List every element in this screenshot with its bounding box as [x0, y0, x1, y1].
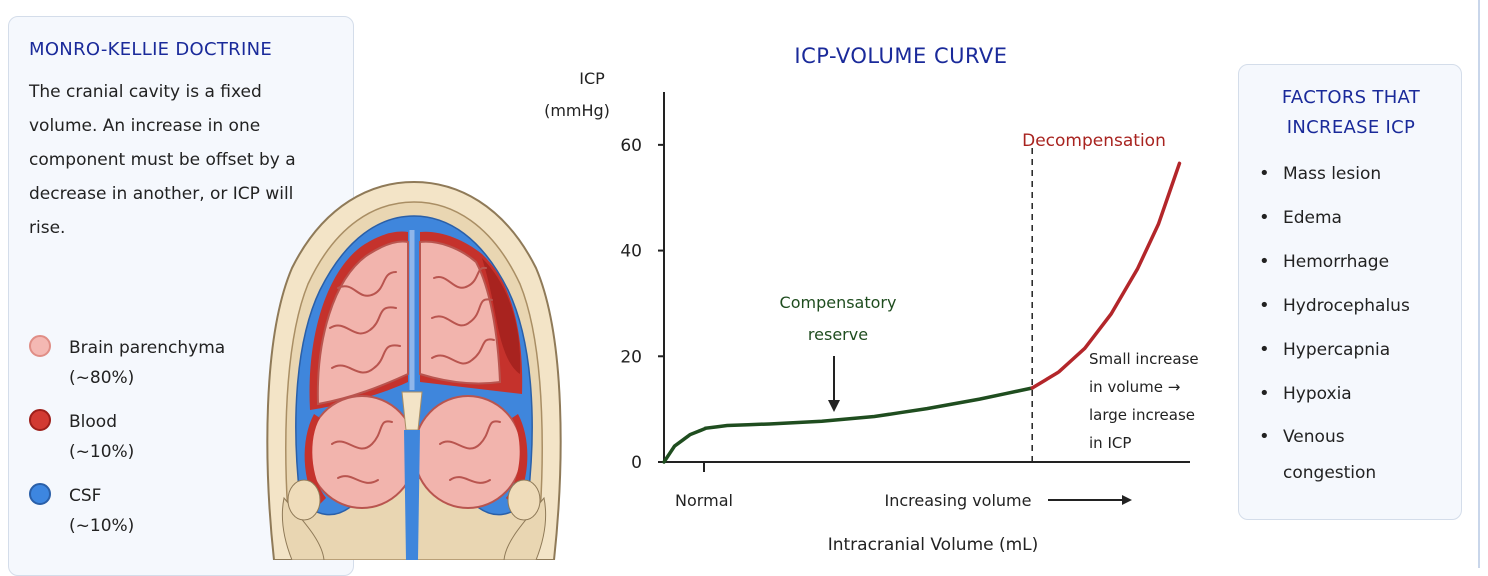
factor-list: Mass lesion Edema Hemorrhage Hydrocephal… — [1259, 163, 1459, 491]
y-tick-label: 60 — [620, 136, 642, 156]
note-line: Small increase — [1089, 350, 1199, 368]
y-tick-label: 40 — [620, 242, 642, 262]
page-divider — [1478, 0, 1480, 568]
chart-axes — [663, 92, 1190, 472]
list-item: Hydrocephalus — [1259, 295, 1459, 317]
list-item: Edema — [1259, 207, 1459, 229]
csf-canal — [404, 430, 420, 560]
left-temporal-lobe — [307, 395, 417, 509]
right-temporal-lobe — [413, 395, 523, 509]
hematoma — [482, 258, 521, 374]
x-tick-label-normal: Normal — [675, 491, 733, 510]
factors-title-line2: INCREASE ICP — [1286, 117, 1416, 138]
right-mastoid — [507, 479, 541, 521]
left-hemisphere — [316, 240, 409, 406]
list-item: Venous congestion — [1259, 419, 1393, 491]
doctrine-description: The cranial cavity is a fixed volume. An… — [29, 82, 296, 238]
compensatory-arrow-head-icon — [828, 400, 840, 412]
series-line-decompensation — [1030, 161, 1182, 390]
brain-swatch-icon — [29, 335, 51, 357]
x-axis-title: Intracranial Volume (mL) — [828, 535, 1039, 555]
y-ticks: 0 20 40 60 — [620, 136, 664, 473]
chart-series — [662, 161, 1182, 464]
x-tick-label-increasing: Increasing volume — [885, 491, 1032, 510]
brain-cross-section-illustration — [266, 180, 562, 560]
list-item: Hemorrhage — [1259, 251, 1459, 273]
factors-title-line1: FACTORS THAT — [1281, 87, 1421, 108]
blood-swatch-icon — [29, 409, 51, 431]
y-axis-label-line2: (mmHg) — [544, 101, 610, 120]
series-line-compensatory — [662, 386, 1034, 464]
compensatory-label-line1: Compensatory — [780, 293, 897, 312]
note-line: in volume → — [1089, 378, 1180, 396]
brainstem — [401, 391, 423, 431]
legend-share: (~10%) — [69, 442, 135, 462]
list-item: Mass lesion — [1259, 163, 1459, 185]
factors-panel: FACTORS THAT INCREASE ICP Mass lesion Ed… — [1238, 64, 1462, 520]
list-item: Hypoxia — [1259, 383, 1459, 405]
gyri-pattern — [329, 266, 501, 484]
increasing-arrow-head-icon — [1122, 495, 1132, 505]
note-line: large increase — [1089, 406, 1195, 424]
csf-swatch-icon — [29, 483, 51, 505]
y-tick-label: 0 — [631, 453, 642, 473]
legend-label: Blood — [69, 412, 117, 432]
list-item: Hypercapnia — [1259, 339, 1459, 361]
note-line: in ICP — [1089, 434, 1131, 452]
legend-label: Brain parenchyma — [69, 338, 226, 358]
factors-title: FACTORS THAT INCREASE ICP — [1239, 83, 1463, 143]
y-axis-label-line1: ICP — [579, 69, 605, 88]
legend-share: (~80%) — [69, 368, 135, 388]
icp-volume-chart: ICP-VOLUME CURVE ICP (mmHg) 0 20 40 60 Comp… — [544, 44, 1199, 555]
panel-title: MONRO-KELLIE DOCTRINE — [29, 39, 273, 60]
legend-label: CSF — [69, 486, 102, 506]
decompensation-label: Decompensation — [1022, 131, 1166, 151]
compensatory-label-line2: reserve — [808, 325, 868, 344]
left-mastoid — [287, 479, 321, 521]
legend-share: (~10%) — [69, 516, 135, 536]
y-tick-label: 20 — [620, 347, 642, 367]
chart-title: ICP-VOLUME CURVE — [794, 44, 1007, 68]
